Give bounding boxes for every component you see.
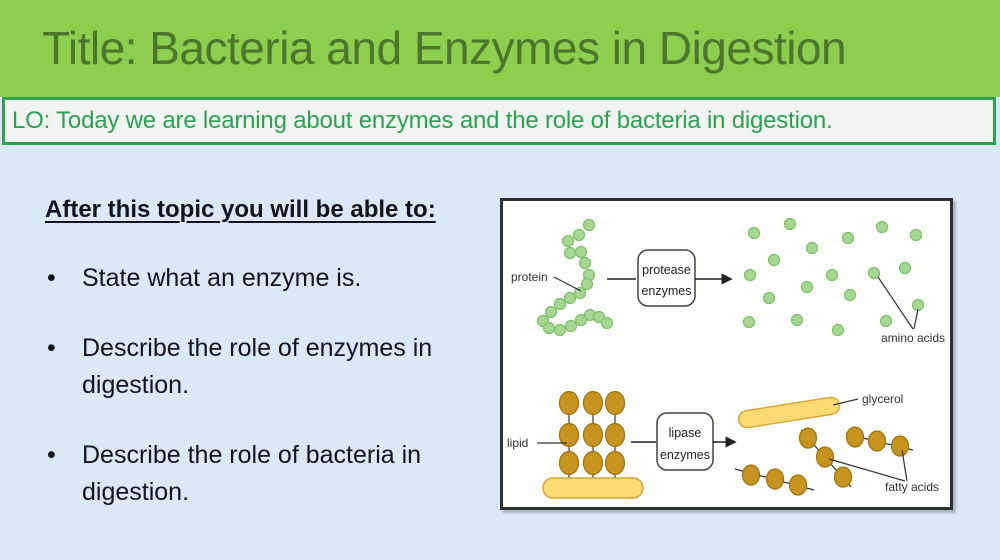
objective-text-3: Describe the role of bacteria in digesti… [82, 441, 422, 506]
protease-enzyme-box [637, 249, 696, 307]
objectives-section: After this topic you will be able to: St… [45, 196, 475, 544]
objective-item-3: Describe the role of bacteria in digesti… [45, 437, 455, 511]
lipid-label: lipid [507, 436, 528, 450]
fatty-acids-pointer-line-1 [828, 458, 906, 482]
protease-box-line1: protease [642, 263, 691, 277]
lipid-molecule [542, 390, 644, 499]
lipase-reaction: lipid lipase enzymes glycerol [507, 390, 939, 499]
lipase-box-line1: lipase [669, 426, 702, 440]
title-banner: Title: Bacteria and Enzymes in Digestion [0, 0, 1000, 97]
fatty-acid-chain-2 [798, 427, 853, 488]
amino-acids-pointer-line-1 [877, 276, 914, 330]
fatty-acids-label: fatty acids [885, 480, 939, 494]
objective-item-1: State what an enzyme is. [45, 260, 455, 297]
glycerol-pointer-line [832, 398, 859, 406]
protease-reaction: protein protease enzymes [511, 217, 945, 345]
protease-box-line2: enzymes [641, 284, 691, 298]
objective-text-1: State what an enzyme is. [82, 264, 362, 292]
protein-molecule [536, 218, 614, 337]
fatty-acid-chain-1 [734, 464, 815, 496]
amino-acids-label: amino acids [881, 331, 945, 345]
lipase-box-line2: enzymes [660, 448, 710, 462]
protein-label: protein [511, 270, 548, 284]
fatty-acid-chain-3 [845, 426, 914, 457]
slide-title: Title: Bacteria and Enzymes in Digestion [42, 22, 847, 74]
lipid-glycerol-backbone [542, 477, 644, 499]
objectives-heading: After this topic you will be able to: [45, 196, 436, 223]
glycerol-molecule [737, 396, 841, 429]
objectives-list: State what an enzyme is. Describe the ro… [45, 260, 455, 511]
fatty-acids-pointer-line-2 [901, 449, 908, 482]
learning-objective-box: LO: Today we are learning about enzymes … [2, 97, 996, 145]
objective-text-2: Describe the role of enzymes in digestio… [82, 334, 433, 399]
glycerol-label: glycerol [862, 392, 903, 406]
amino-acid-molecules [742, 217, 925, 337]
objective-item-2: Describe the role of enzymes in digestio… [45, 330, 455, 404]
amino-acids-pointer-line-2 [913, 308, 919, 330]
protein-pointer-line [553, 276, 582, 292]
diagram-canvas: protein protease enzymes [507, 217, 945, 499]
enzyme-digestion-diagram: protein protease enzymes [500, 198, 953, 510]
learning-objective-text: LO: Today we are learning about enzymes … [12, 107, 833, 134]
